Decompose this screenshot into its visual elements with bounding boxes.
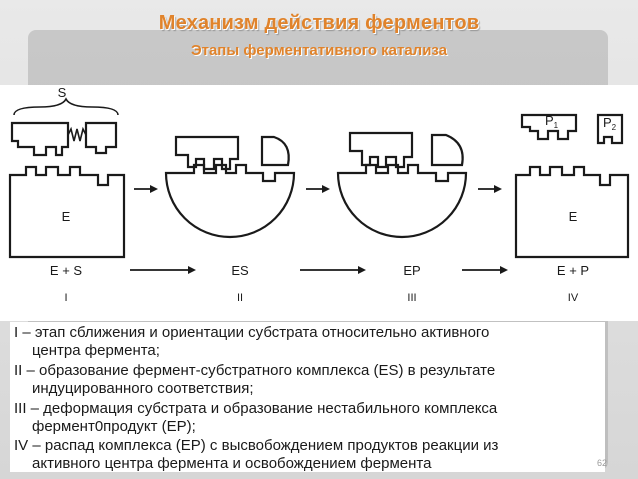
stage-2-roman: II bbox=[237, 292, 243, 304]
stage-3-formula: EP bbox=[403, 263, 420, 278]
slide-title: Механизм действия ферментов bbox=[158, 12, 480, 34]
enzyme-shape-left bbox=[8, 165, 126, 259]
product-p1-shape bbox=[520, 113, 578, 141]
stage-2-formula: ES bbox=[231, 263, 249, 278]
product-p2-label: P2 bbox=[603, 115, 617, 132]
page-number: 62 bbox=[597, 458, 608, 468]
arrow-5-icon bbox=[300, 266, 366, 274]
stage-1-roman: I bbox=[64, 292, 67, 304]
product-p1-label: P1 bbox=[545, 113, 559, 130]
ep-complex-shape bbox=[336, 131, 468, 239]
stage-4-roman: IV bbox=[568, 292, 579, 304]
enzyme-shape-right bbox=[514, 165, 630, 259]
substrate-label: S bbox=[58, 85, 67, 100]
es-complex-shape bbox=[164, 135, 296, 239]
description-line: активного центра фермента и освобождение… bbox=[32, 455, 432, 472]
catalysis-diagram: S E E P1 P2 E + S ES EP E + P I II III I… bbox=[0, 85, 638, 321]
description-line: индуцированного соответствия; bbox=[32, 380, 254, 397]
enzyme-label-left: E bbox=[62, 209, 71, 224]
substrate-shape bbox=[10, 97, 119, 157]
arrow-6-icon bbox=[462, 266, 508, 274]
product-p2-shape bbox=[596, 113, 624, 145]
enzyme-label-right: E bbox=[569, 209, 578, 224]
arrow-4-icon bbox=[130, 266, 196, 274]
stage-3-roman: III bbox=[407, 292, 416, 304]
arrow-3-icon bbox=[478, 185, 502, 193]
stage-description: I – этап сближения и ориентации субстрат… bbox=[10, 322, 605, 472]
description-line: II – образование фермент-субстратного ко… bbox=[14, 362, 496, 379]
stage-1-formula: E + S bbox=[50, 263, 82, 278]
description-line: IV – распад комплекса (ЕР) с высвобожден… bbox=[14, 437, 499, 454]
description-line: фермент0продукт (ЕР); bbox=[32, 418, 196, 435]
description-line: III – деформация субстрата и образование… bbox=[14, 400, 498, 417]
stage-4-formula: E + P bbox=[557, 263, 589, 278]
description-line: центра фермента; bbox=[32, 342, 160, 359]
arrow-2-icon bbox=[306, 185, 330, 193]
description-line: I – этап сближения и ориентации субстрат… bbox=[14, 324, 490, 341]
arrow-1-icon bbox=[134, 185, 158, 193]
slide-subtitle: Этапы ферментативного катализа bbox=[190, 42, 448, 59]
catalysis-diagram-svg: S E E P1 P2 E + S ES EP E + P I II III I… bbox=[8, 85, 630, 304]
